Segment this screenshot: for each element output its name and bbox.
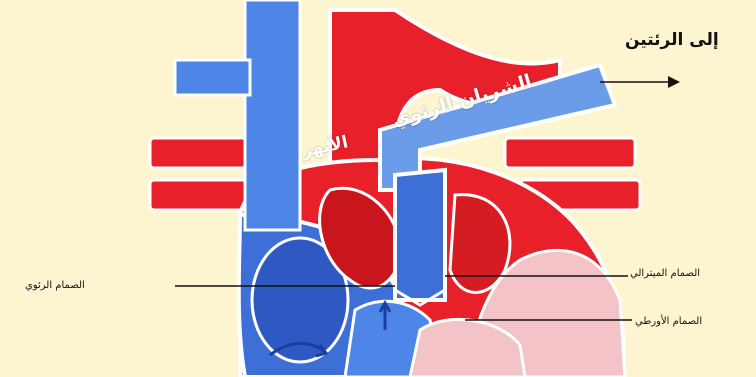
mitral-valve-label: الصمام الميترالي xyxy=(630,268,700,279)
pulmonary-outflow xyxy=(395,170,445,300)
pulmonary-valve-label: الصمام الرئوي xyxy=(25,280,85,291)
to-lungs-label: إلى الرئتين xyxy=(625,30,719,50)
vena-cava-branch xyxy=(175,60,250,95)
aortic-valve-label: الصمام الأورطي xyxy=(635,316,702,327)
arrow-icon xyxy=(668,76,680,88)
superior-vena-cava xyxy=(245,0,300,230)
